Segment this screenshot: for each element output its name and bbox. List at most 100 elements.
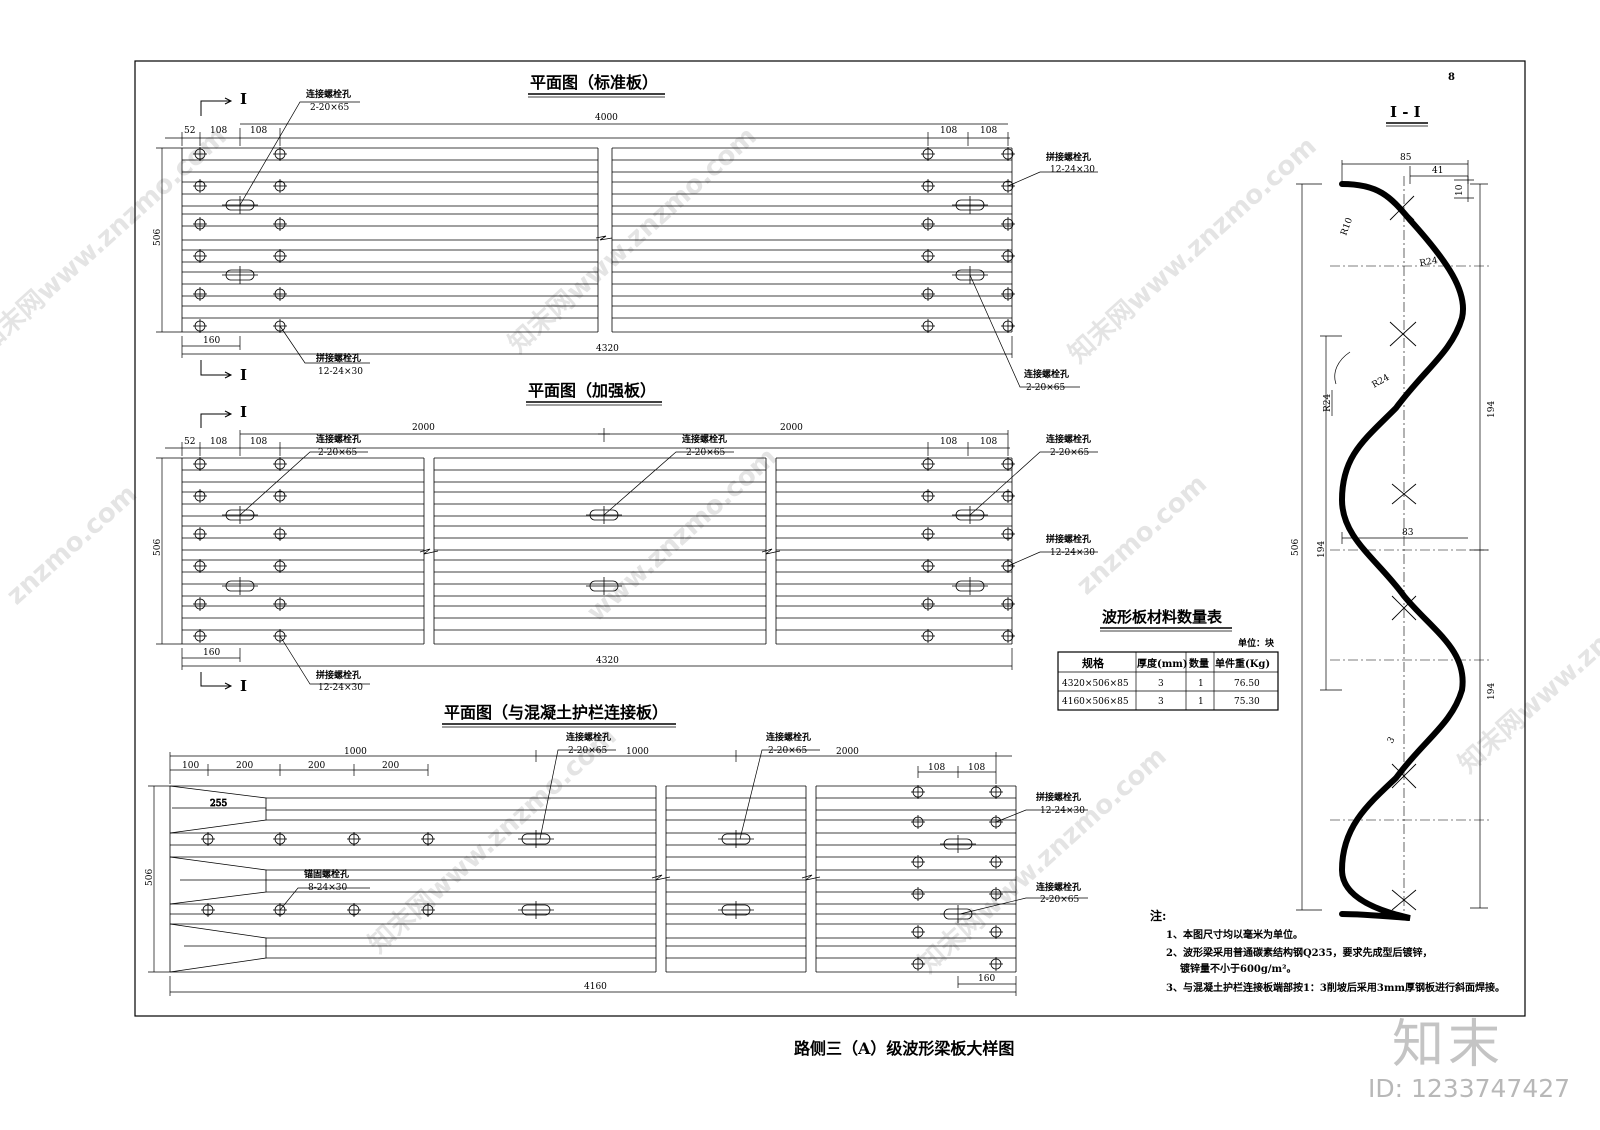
- label-splice-spec: 12-24×30: [318, 367, 363, 377]
- dim-200: 200: [382, 761, 399, 771]
- note-item: 3、与混凝土护栏连接板端部按1：3削坡后采用3mm厚钢板进行斜面焊接。: [1166, 981, 1505, 994]
- label-connect-spec: 2-20×65: [686, 448, 725, 458]
- dim-2000: 2000: [836, 747, 859, 757]
- label-connect-spec: 2-20×65: [310, 103, 349, 113]
- dim-108: 108: [250, 437, 267, 447]
- dim-108: 108: [928, 763, 945, 773]
- dim-r24: R24: [1419, 256, 1439, 269]
- plan-reinforced: 平面图（加强板） I I 52 108 108 2000 2000 108 10…: [153, 381, 1098, 695]
- dim-160: 160: [978, 974, 995, 984]
- label-splice-hole: 拼接螺栓孔: [1046, 533, 1091, 545]
- dim-2000: 2000: [412, 423, 435, 433]
- label-connect-hole: 连接螺栓孔: [566, 731, 611, 743]
- note-item: 1、本图尺寸均以毫米为单位。: [1166, 928, 1303, 941]
- plan-concrete-title: 平面图（与混凝土护栏连接板）: [444, 703, 668, 722]
- label-splice-hole: 拼接螺栓孔: [1036, 791, 1081, 803]
- dim-4320: 4320: [596, 656, 619, 666]
- image-id-label: ID: 1233747427: [1368, 1074, 1571, 1103]
- table-header: 厚度(mm): [1137, 657, 1188, 670]
- section-title: I - I: [1390, 103, 1421, 121]
- dim-85: 85: [1400, 153, 1412, 163]
- dim-194: 194: [1317, 541, 1327, 558]
- dim-108: 108: [210, 437, 227, 447]
- connect-slots: [222, 506, 988, 595]
- dim-52: 52: [184, 437, 195, 447]
- dim-194: 194: [1487, 683, 1497, 700]
- dim-108: 108: [980, 126, 997, 136]
- table-header: 单件重(Kg): [1215, 657, 1270, 670]
- plate-lines: [170, 785, 1017, 973]
- dim-160: 160: [203, 648, 220, 658]
- page-number: 8: [1448, 72, 1455, 83]
- dim-108: 108: [940, 126, 957, 136]
- dim-200: 200: [308, 761, 325, 771]
- section-mark-bottom: I: [240, 677, 247, 695]
- label-connect-hole: 连接螺栓孔: [316, 433, 361, 445]
- dim-108: 108: [940, 437, 957, 447]
- table-title: 波形板材料数量表: [1102, 608, 1223, 626]
- plan-standard: 平面图（标准板） I I 52 108 108 4000 108 108 506: [153, 73, 1098, 393]
- connect-slots: [222, 196, 988, 284]
- note-item: 镀锌量不小于600g/m²。: [1180, 962, 1296, 975]
- section-mark-top: I: [240, 403, 247, 421]
- label-splice-spec: 12-24×30: [318, 683, 363, 693]
- dim-108: 108: [980, 437, 997, 447]
- anchor-holes: [201, 832, 435, 917]
- dim-4000: 4000: [595, 113, 618, 123]
- table-cell: 4320×506×85: [1062, 679, 1129, 689]
- plate-lines: [181, 457, 1013, 645]
- table-cell: 1: [1198, 697, 1204, 707]
- dim-24: R24: [1323, 393, 1333, 412]
- connect-slots: [518, 830, 976, 923]
- table-header: 数量: [1189, 657, 1209, 670]
- dim-506: 506: [153, 229, 163, 246]
- section-hole-marks: [1389, 195, 1417, 911]
- dim-108: 108: [210, 126, 227, 136]
- dim-83: 83: [1402, 528, 1414, 538]
- material-table: 波形板材料数量表 单位：块 规格 厚度(mm) 数量 单件重(Kg) 4320×…: [1057, 608, 1279, 711]
- note-item: 2、波形梁采用普通碳素结构钢Q235，要求先成型后镀锌，: [1166, 946, 1433, 959]
- dim-4320: 4320: [596, 344, 619, 354]
- dim-160: 160: [203, 336, 220, 346]
- table-cell: 76.50: [1234, 679, 1260, 689]
- table-cell: 1: [1198, 679, 1204, 689]
- dim-506: 506: [153, 539, 163, 556]
- plan-standard-title: 平面图（标准板）: [530, 73, 658, 92]
- table-cell: 3: [1158, 679, 1164, 689]
- dim-506: 506: [1291, 539, 1301, 556]
- label-connect-spec: 2-20×65: [768, 746, 807, 756]
- notes: 注: 1、本图尺寸均以毫米为单位。 2、波形梁采用普通碳素结构钢Q235，要求先…: [1150, 908, 1505, 994]
- table-header: 规格: [1082, 656, 1105, 670]
- label-connect-spec: 2-20×65: [1050, 448, 1089, 458]
- table-cell: 3: [1158, 697, 1164, 707]
- plan-reinforced-title: 平面图（加强板）: [528, 381, 656, 400]
- dim-100: 100: [182, 761, 199, 771]
- label-anchor-hole: 锚固螺栓孔: [304, 868, 349, 880]
- label-splice-hole: 拼接螺栓孔: [316, 669, 361, 681]
- label-connect-hole: 连接螺栓孔: [1036, 881, 1081, 893]
- notes-heading: 注:: [1150, 908, 1166, 923]
- w-beam-profile: [1338, 181, 1466, 921]
- label-connect-hole: 连接螺栓孔: [766, 731, 811, 743]
- dim-506: 506: [145, 869, 155, 886]
- dim-108: 108: [250, 126, 267, 136]
- label-connect-spec: 2-20×65: [318, 448, 357, 458]
- label-connect-hole: 连接螺栓孔: [682, 433, 727, 445]
- label-connect-hole: 连接螺栓孔: [306, 88, 351, 100]
- dim-3: 3: [1386, 735, 1398, 745]
- dim-108: 108: [968, 763, 985, 773]
- plate-lines: [181, 147, 1013, 333]
- label-splice-spec: 12-24×30: [1050, 165, 1095, 175]
- drawing-title: 路侧三（A）级波形梁板大样图: [794, 1039, 1014, 1058]
- dim-r10: R10: [1339, 216, 1355, 237]
- dim-2000: 2000: [780, 423, 803, 433]
- brand-logo: 知末: [1392, 1015, 1505, 1075]
- dim-41: 41: [1432, 166, 1443, 176]
- table-cell: 4160×506×85: [1062, 697, 1129, 707]
- plate-lines: 255: [169, 785, 267, 973]
- label-splice-spec: 12-24×30: [1040, 806, 1085, 816]
- table-unit: 单位：块: [1238, 637, 1275, 649]
- label-connect-spec: 2-20×65: [568, 746, 607, 756]
- label-splice-spec: 12-24×30: [1050, 548, 1095, 558]
